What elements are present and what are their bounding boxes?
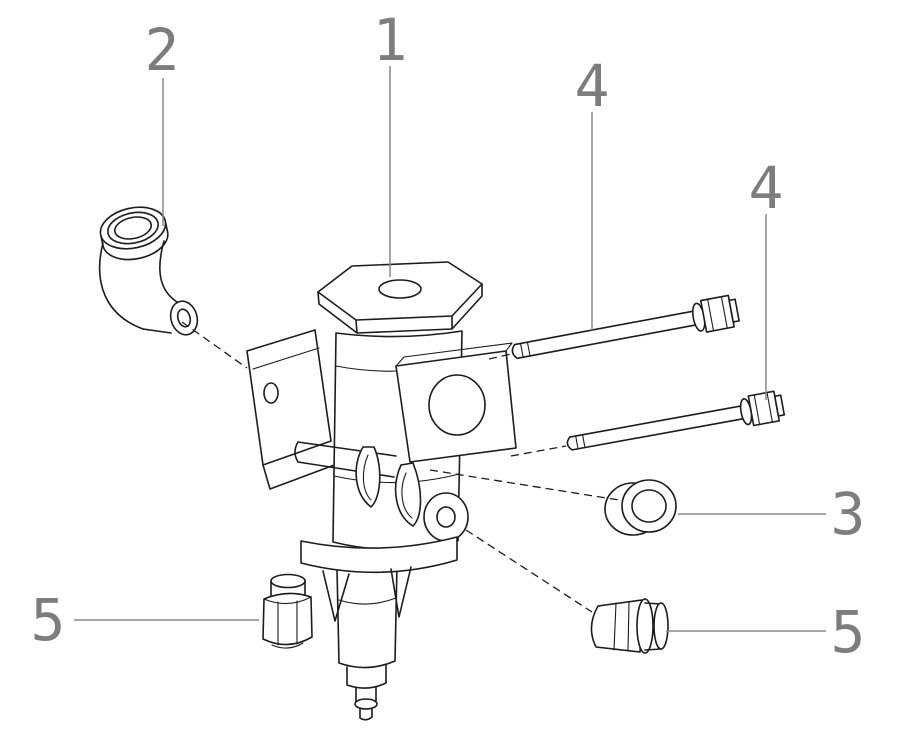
lower-port-boss [423,492,469,542]
flange-disc [300,536,458,574]
callout-2-label: 2 [145,16,180,84]
callout-leaders [74,66,826,632]
callout-5-left-label: 5 [31,586,66,654]
callout-labels: 1 2 3 4 4 5 5 [31,6,866,666]
elbow-flange [99,206,169,261]
dash-body-to-bushing [429,469,620,501]
callout-3-label: 3 [831,480,866,548]
part-bushing [604,479,677,536]
part-bolt-short [566,390,786,451]
dash-bolt-short-axis [510,445,567,457]
port-block [395,342,517,463]
callout-1-label: 1 [373,6,408,74]
part-nut-fitting [262,573,313,649]
callout-4a-label: 4 [575,52,610,120]
hex-top-cap [317,261,483,334]
dash-elbow-to-bracket [181,321,248,369]
gusset-fins [322,566,412,622]
lower-barrel [336,564,398,669]
part-main-valve-assembly [246,261,517,721]
part-bolt-long [511,294,740,360]
assembly-dashed-lines [181,321,620,613]
clamp-wings [355,446,422,527]
part-elbow-fitting [98,206,199,336]
callout-5-right-label: 5 [831,598,866,666]
part-plug [590,598,669,654]
callout-4b-label: 4 [749,154,784,222]
elbow-port [169,300,199,336]
mounting-bracket [246,329,338,490]
bottom-nozzle [346,664,387,721]
dash-bolt-long-axis [488,353,512,360]
dash-body-to-plug [465,529,593,613]
